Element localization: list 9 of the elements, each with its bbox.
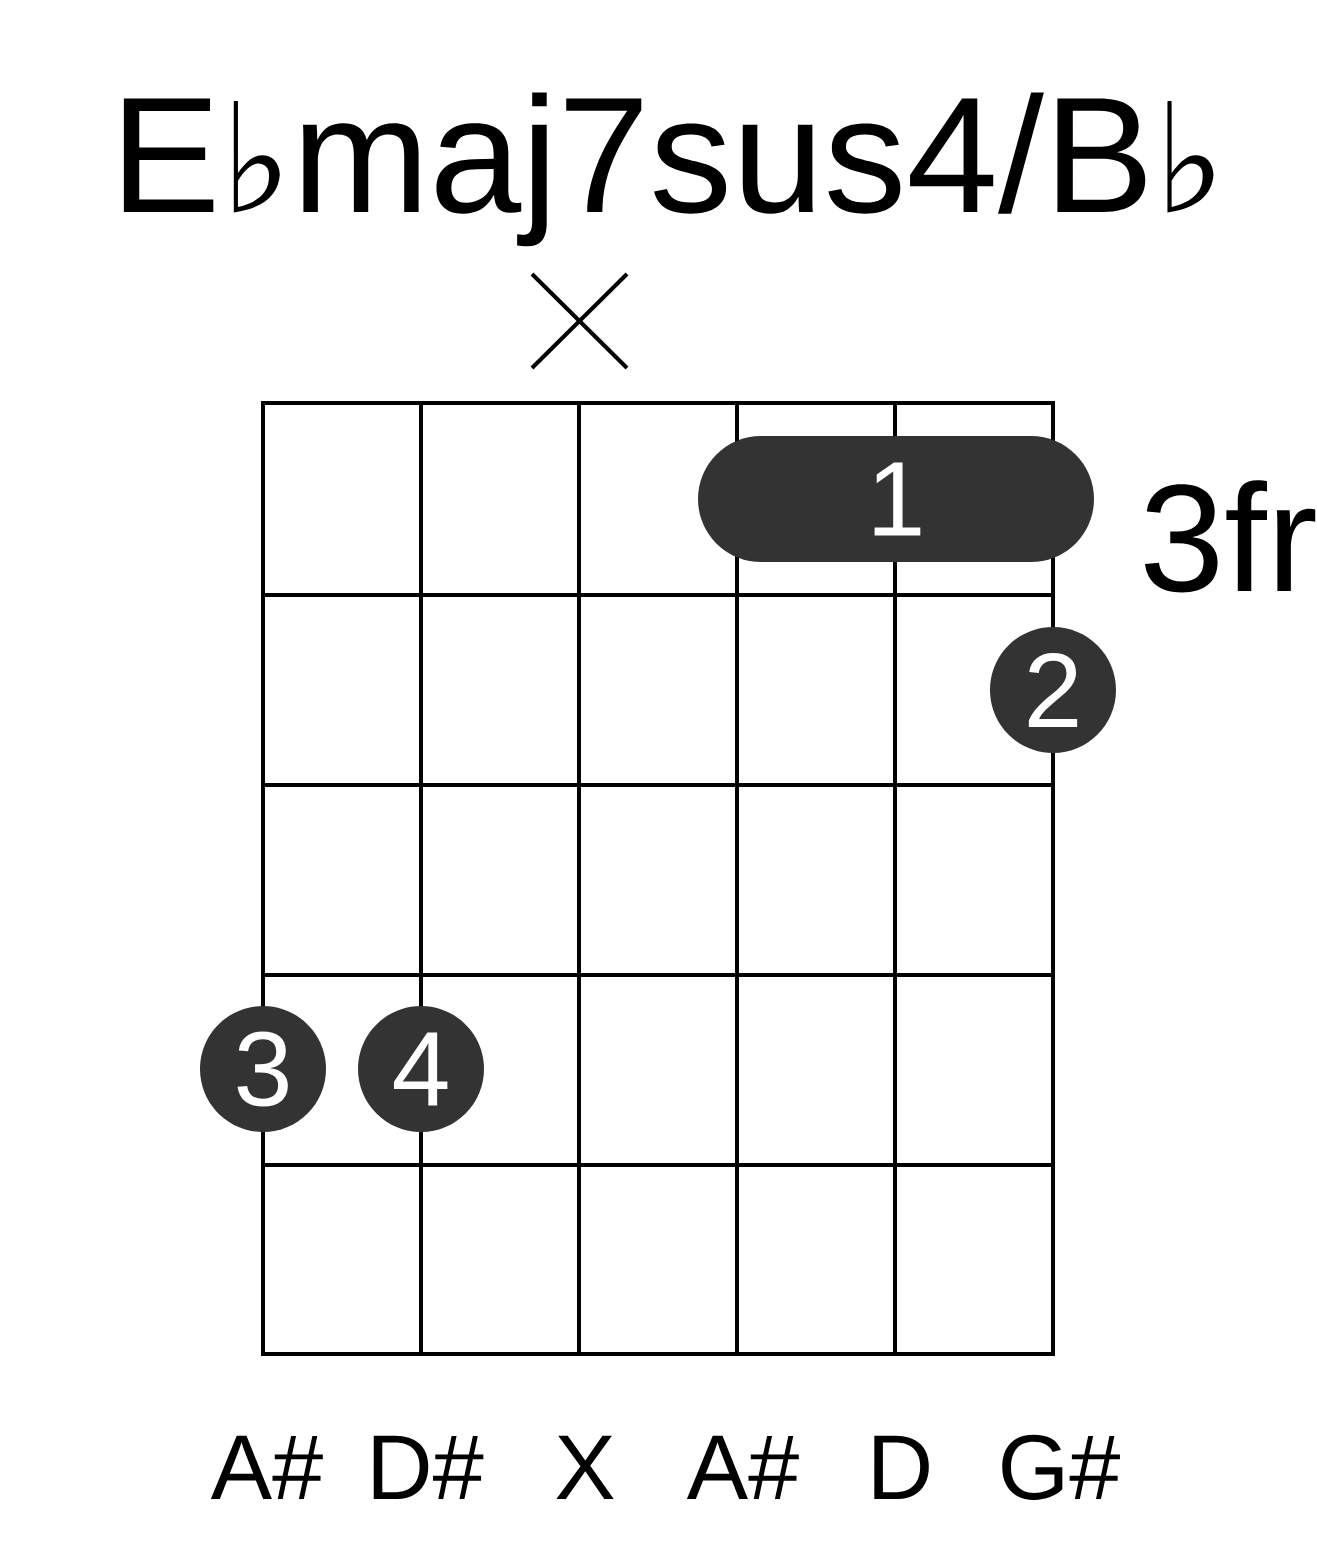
string-note: X — [556, 1435, 614, 1499]
fret-number: 3fr — [1145, 480, 1316, 593]
string-note: A# — [210, 1435, 323, 1499]
string-note: A# — [686, 1435, 799, 1499]
string-note: G# — [1002, 1434, 1120, 1500]
string-note: D — [874, 1435, 929, 1499]
chord-title: E♭maj7sus4/B♭ — [123, 92, 1214, 247]
barre-bar: 1 — [698, 436, 1094, 562]
string-note: D# — [373, 1435, 484, 1499]
